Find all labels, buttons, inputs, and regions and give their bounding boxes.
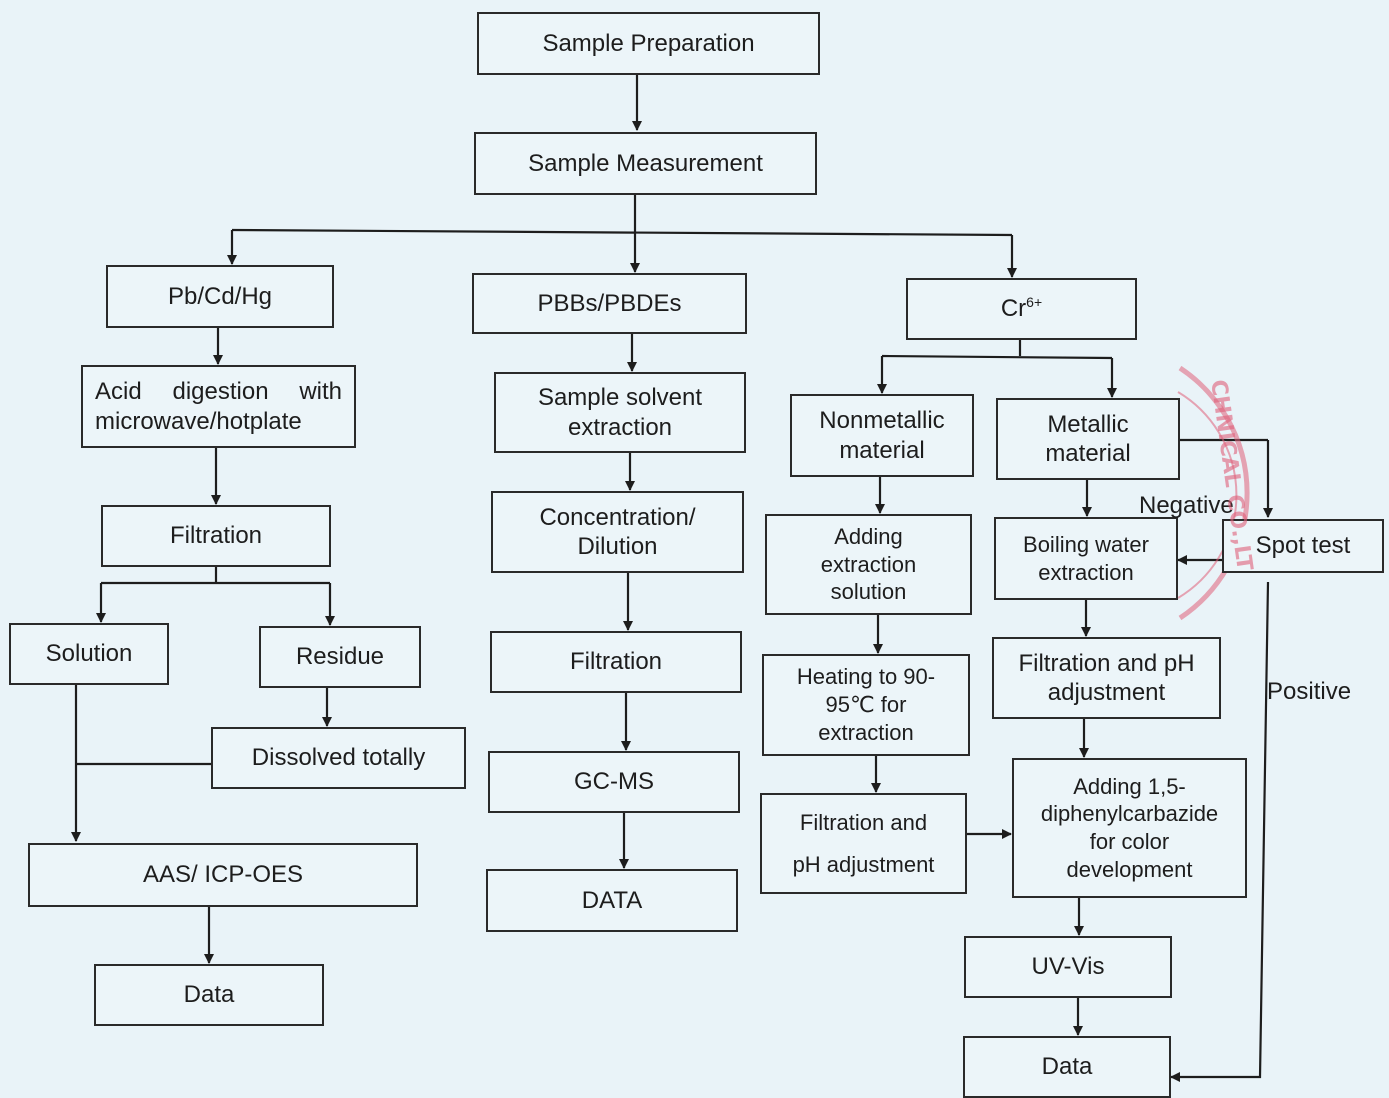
uv-vis-box: UV-Vis [964,936,1172,998]
spot-test-box: Spot test [1222,519,1384,573]
metallic-box: Metallic material [996,398,1180,480]
diphenylcarbazide-box: Adding 1,5-diphenylcarbazide for color d… [1012,758,1247,898]
sample-preparation-label: Sample Preparation [542,29,755,57]
positive-label: Positive [1267,678,1352,705]
residue-label: Residue [295,643,385,671]
gc-ms-box: GC-MS [488,751,740,813]
seal-stamp [1177,365,1250,621]
pbb-data-label: DATA [581,886,643,914]
pbb-filtration-box: Filtration [490,631,742,693]
negative-label: Negative [1139,492,1234,519]
sample-preparation-box: Sample Preparation [477,12,820,75]
uv-vis-label: UV-Vis [1031,953,1105,981]
metals-filtration-box: Filtration [101,505,331,567]
metals-data-label: Data [183,981,235,1009]
arrow-spot-positive-to-data [1170,581,1270,1082]
nonmetal-filtration-ph-label-1: Filtration and [799,809,928,835]
cr-data-box: Data [963,1036,1171,1098]
sample-measurement-label: Sample Measurement [528,149,763,177]
solution-label: Solution [45,640,133,668]
boiling-water-label: Boiling water extraction [1023,531,1149,585]
nonmetallic-box: Nonmetallic material [790,394,974,477]
nonmetal-filtration-ph-label-2: pH adjustment [792,851,935,877]
solvent-extraction-box: Sample solvent extraction [494,372,746,453]
pbbs-pbdes-box: PBBs/PBDEs [472,273,747,334]
acid-digestion-box: Acid digestion with microwave/hotplate [81,365,356,448]
heating-label: Heating to 90-95℃ for extraction [796,664,936,745]
adding-extraction-label: Adding extraction solution [820,523,917,605]
pb-cd-hg-label: Pb/Cd/Hg [167,282,273,310]
adding-extraction-box: Adding extraction solution [765,514,972,615]
metallic-label: Metallic material [1045,410,1131,467]
metal-filtration-ph-box: Filtration and pH adjustment [992,637,1221,719]
line-branch-horizontal [231,228,1013,237]
concentration-dilution-label: Concentration/ Dilution [539,503,696,560]
residue-box: Residue [259,626,421,688]
dissolved-totally-label: Dissolved totally [251,744,426,772]
boiling-water-box: Boiling water extraction [994,517,1178,600]
sample-measurement-box: Sample Measurement [474,132,817,195]
diphenylcarbazide-label: Adding 1,5-diphenylcarbazide for color d… [1040,773,1219,882]
nonmetal-filtration-ph-box: Filtration and pH adjustment [760,793,967,894]
solution-box: Solution [9,623,169,685]
line-cr-split [881,354,1113,360]
aas-icp-oes-label: AAS/ ICP-OES [142,861,304,889]
cr6-box: Cr6+ [906,278,1137,340]
nonmetallic-label: Nonmetallic material [819,407,945,464]
pbbs-pbdes-label: PBBs/PBDEs [537,289,682,317]
spot-test-label: Spot test [1255,532,1351,560]
concentration-dilution-box: Concentration/ Dilution [491,491,744,573]
metal-filtration-ph-label: Filtration and pH adjustment [1018,649,1195,706]
metals-data-box: Data [94,964,324,1026]
cr6-superscript: 6+ [1026,294,1043,311]
dissolved-totally-box: Dissolved totally [211,727,466,789]
cr-data-label: Data [1041,1053,1093,1081]
solvent-extraction-label: Sample solvent extraction [537,384,703,441]
heating-box: Heating to 90-95℃ for extraction [762,654,970,756]
metals-filtration-label: Filtration [169,522,263,550]
pb-cd-hg-box: Pb/Cd/Hg [106,265,334,328]
cr6-label: Cr6+ [1000,294,1043,323]
pbb-filtration-label: Filtration [569,648,663,676]
gc-ms-label: GC-MS [574,768,654,796]
pbb-data-box: DATA [486,869,738,932]
aas-icp-oes-box: AAS/ ICP-OES [28,843,418,907]
acid-digestion-label: Acid digestion with microwave/hotplate [95,378,342,435]
